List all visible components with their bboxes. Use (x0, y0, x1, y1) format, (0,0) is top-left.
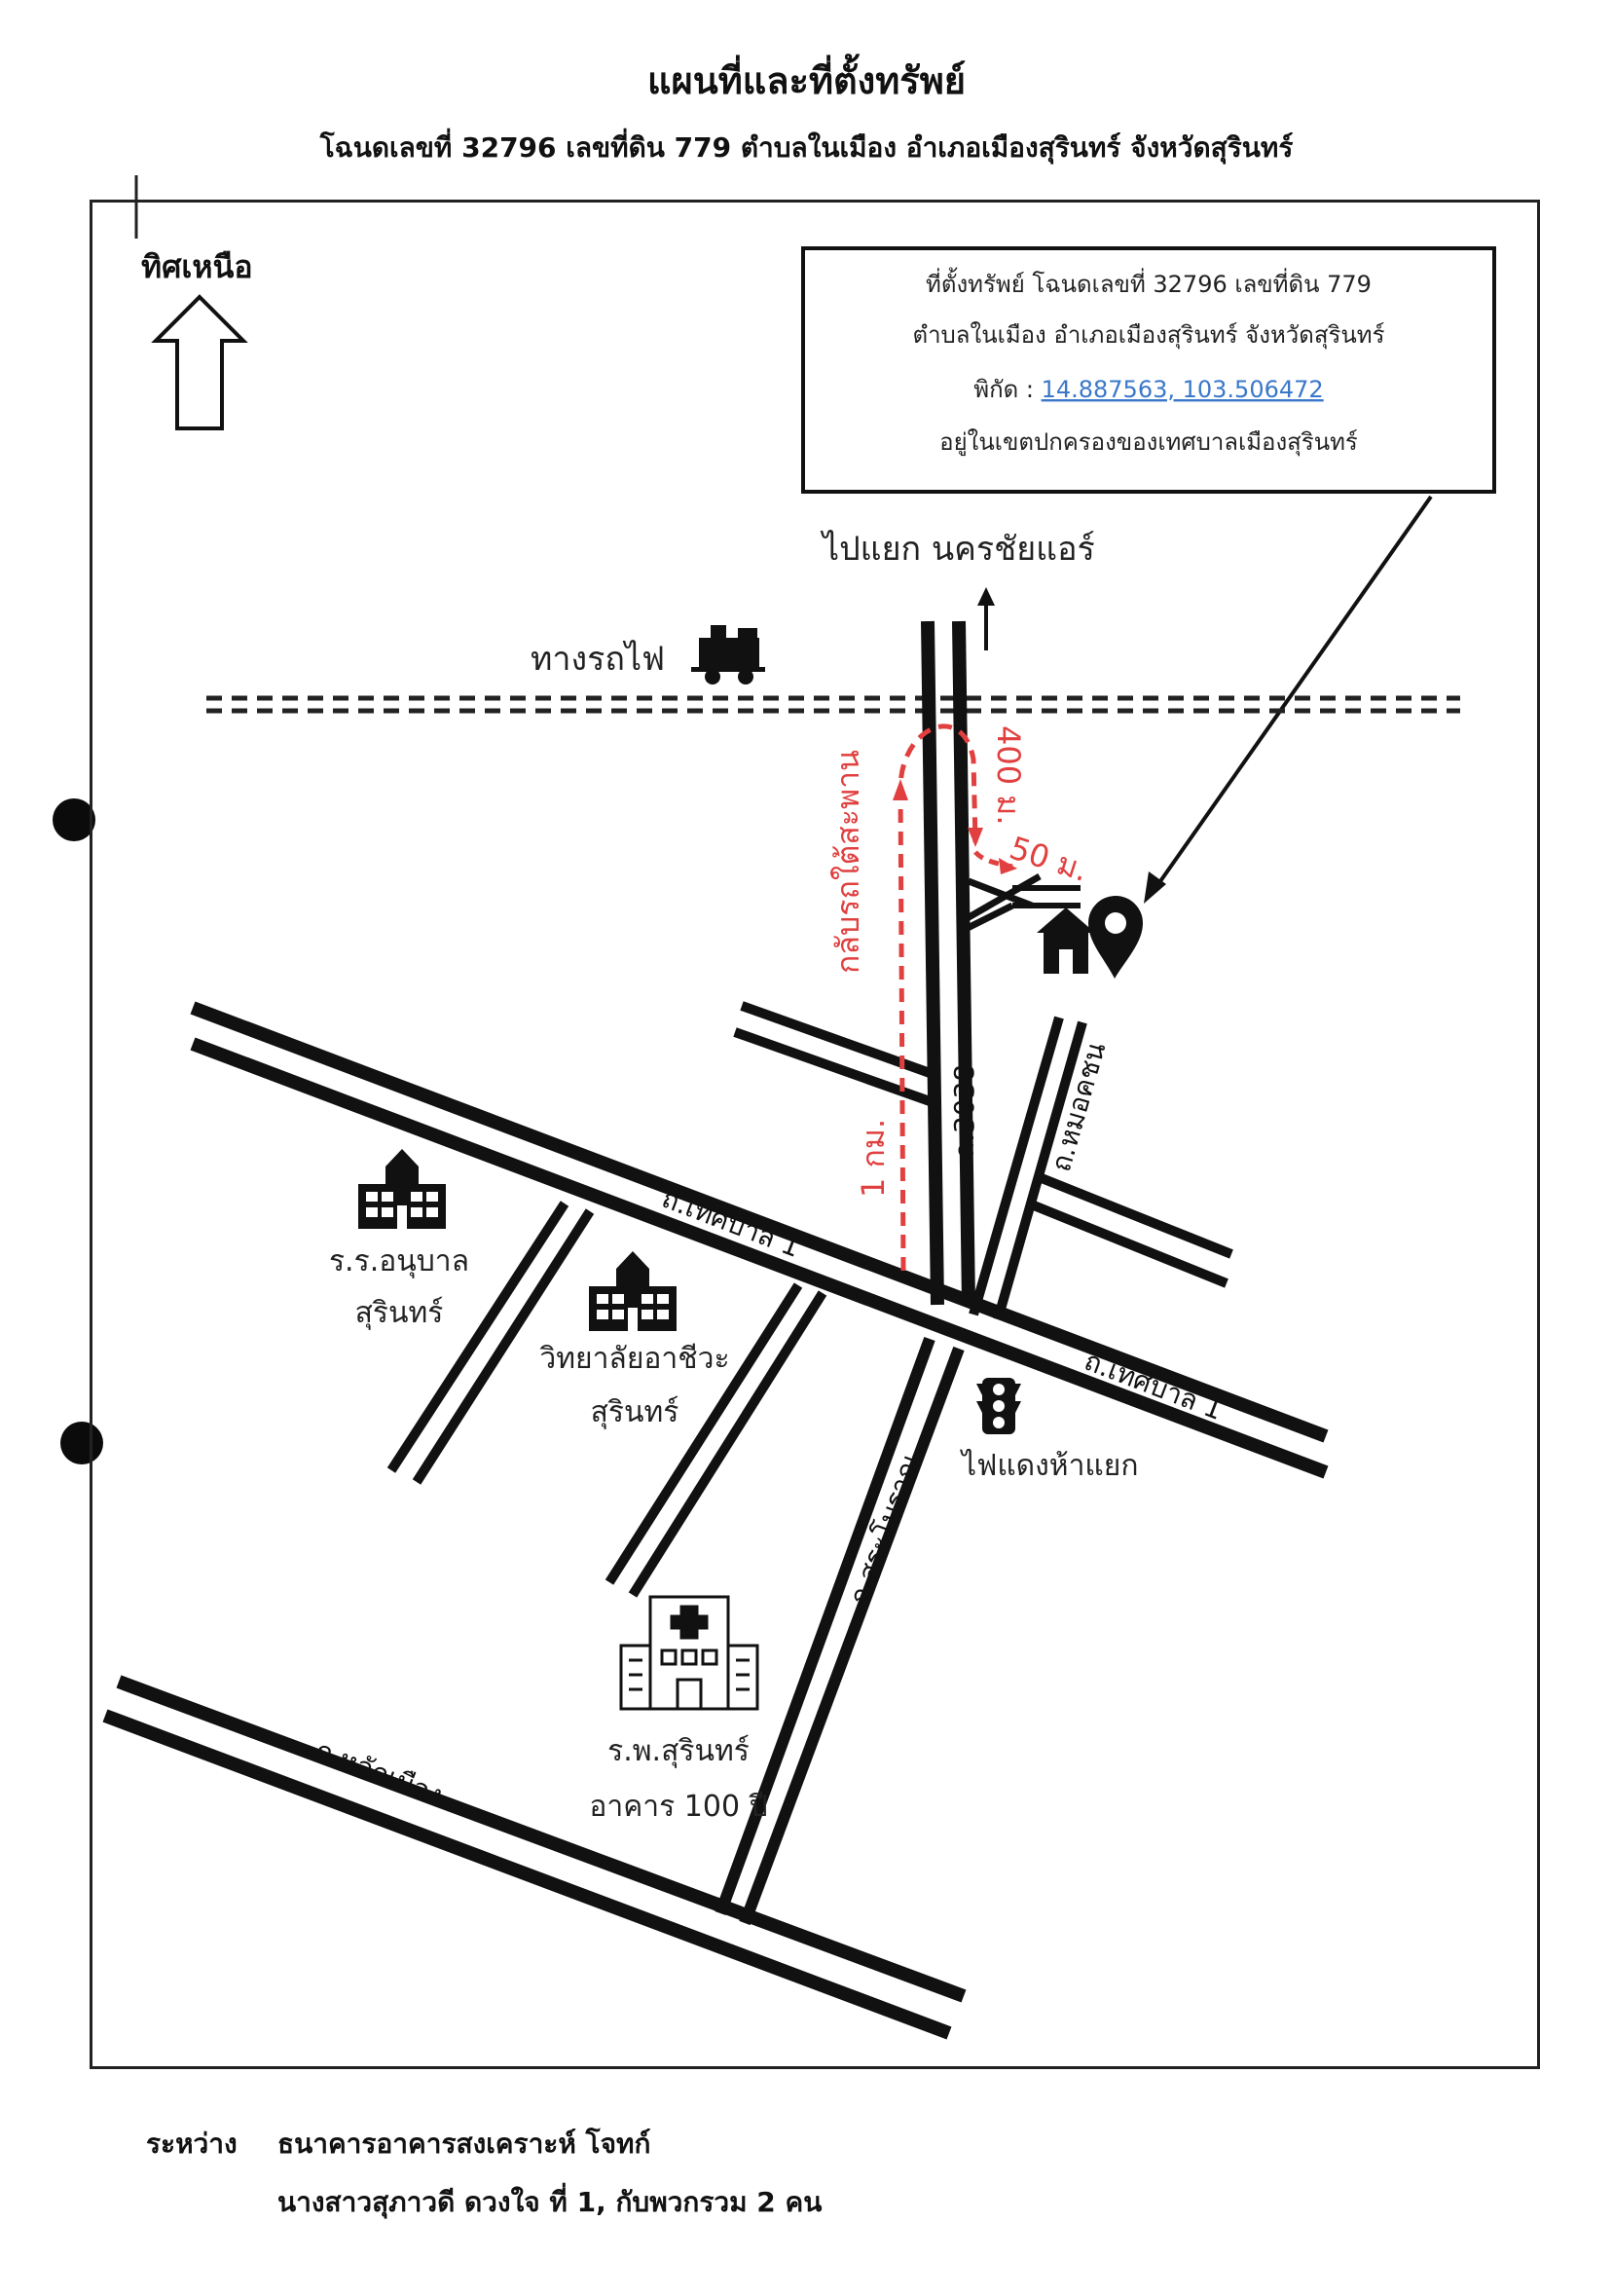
train-icon (691, 625, 765, 685)
road-3038-west (921, 620, 944, 1306)
punch-hole-top (53, 798, 95, 841)
hospital-icon (619, 1595, 759, 1711)
road-mokhon-east (993, 1020, 1087, 1321)
sw-road-1-east (412, 1208, 595, 1485)
kindergarten-label-1: ร.ร.อนุบาล (329, 1244, 469, 1279)
info-line-1: ที่ตั้งทรัพย์ โฉนดเลขที่ 32796 เลขที่ดิน… (926, 267, 1372, 298)
traffic-light-icon (976, 1378, 1021, 1434)
side-road-east-south (1032, 1201, 1228, 1288)
distance-400m: 400 ม. (990, 725, 1027, 826)
college-label-2: สุรินทร์ (591, 1395, 679, 1430)
info-line-4: อยู่ในเขตปกครองของเทศบาลเมืองสุรินทร์ (939, 428, 1358, 457)
map-frame (90, 200, 1540, 2069)
traffic-light-label: ไฟแดงห้าแยก (960, 1448, 1139, 1483)
road-thetsaban1-north (190, 1001, 1329, 1443)
hospital-label-1: ร.พ.สุรินทร์ (607, 1734, 750, 1769)
punch-hole-bottom (60, 1422, 103, 1464)
road-lakmueang-north (116, 1675, 967, 2003)
road-mokhon-west (969, 1016, 1064, 1316)
deed-subtitle: โฉนดเลขที่ 32796 เลขที่ดิน 779 ตำบลในเมื… (319, 131, 1294, 164)
distance-50m: 50 ม. (1006, 829, 1093, 889)
route-path (898, 723, 978, 1272)
info-line-2: ตำบลในเมือง อำเภอเมืองสุรินทร์ จังหวัดสุ… (912, 321, 1384, 350)
coordinates-link[interactable]: 14.887563, 103.506472 (1042, 376, 1324, 403)
school-icon (589, 1251, 677, 1331)
school-icon (358, 1149, 446, 1229)
sw-road-2-east (628, 1290, 827, 1598)
ramp-upper (962, 872, 1042, 924)
sw-road-1-west (386, 1201, 569, 1473)
north-label: ทิศเหนือ (141, 248, 253, 285)
coord-prefix: พิกัด : (973, 376, 1041, 403)
road-thetsaban1-south (190, 1037, 1329, 1479)
side-road-east-north (1040, 1173, 1233, 1259)
side-road-upper-south (733, 1027, 935, 1107)
page-title: แผนที่และที่ตั้งทรัพย์ (646, 59, 967, 102)
house-icon (1037, 907, 1095, 974)
info-box (801, 246, 1496, 494)
road-sarapiram-east (739, 1346, 965, 1926)
ramp-cross (967, 877, 1034, 909)
pointer-line (1152, 495, 1433, 893)
kindergarten-label-2: สุรินทร์ (355, 1296, 444, 1331)
location-pin-icon (1088, 896, 1143, 979)
to-intersection-label: ไปแยก นครชัยแอร์ (820, 530, 1095, 569)
road-sarapiram-west (715, 1336, 935, 1916)
footer-defendant: นางสาวสุภาวดี ดวงใจ ที่ 1, กับพวกรวม 2 ค… (277, 2186, 823, 2218)
footer-between-label: ระหว่าง (146, 2128, 238, 2160)
hospital-label-2: อาคาร 100 ปี (589, 1790, 767, 1824)
pointer-arrowhead (1144, 871, 1166, 904)
college-label-1: วิทยาลัยอาชีวะ (539, 1342, 729, 1376)
road-lakmueang-south (102, 1709, 952, 2040)
ramp-lower (962, 902, 1014, 934)
road-3038-east (952, 620, 975, 1306)
sw-road-2-west (605, 1282, 803, 1585)
distance-1km: 1 กม. (855, 1119, 892, 1198)
info-coordinates-line: พิกัด : 14.887563, 103.506472 (973, 376, 1323, 403)
footer-plaintiff: ธนาคารอาคารสงเคราะห์ โจทก์ (277, 2128, 651, 2160)
uturn-label: กลับรถใต้สะพาน (829, 750, 866, 974)
railway-label: ทางรถไฟ (531, 640, 665, 679)
north-arrow-icon (151, 294, 248, 430)
road-label-3038: ถ.3038 (948, 1064, 980, 1159)
